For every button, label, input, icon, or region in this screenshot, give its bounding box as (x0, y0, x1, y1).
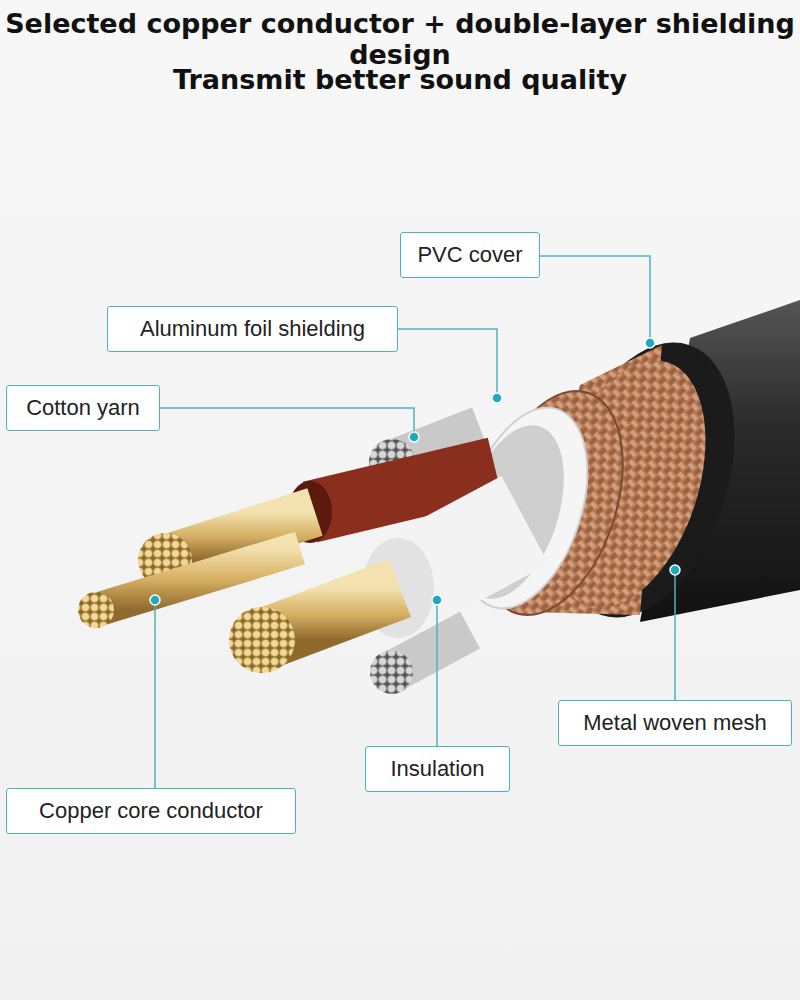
leader-line (154, 600, 156, 788)
title: Selected copper conductor + double-layer… (0, 8, 800, 70)
callout-text: Aluminum foil shielding (140, 316, 365, 342)
leader-dot (492, 393, 502, 403)
callout-box: Metal woven mesh (558, 700, 792, 746)
callout-text: Copper core conductor (39, 798, 263, 824)
copper-end (229, 607, 295, 673)
callout-box: Copper core conductor (6, 788, 296, 834)
leader-dot (645, 338, 655, 348)
leader-dot (432, 595, 442, 605)
callout-box: Aluminum foil shielding (107, 306, 398, 352)
leader-line (674, 570, 676, 700)
yarn-face-lower (371, 651, 413, 693)
leader-line (540, 256, 650, 343)
subtitle: Transmit better sound quality (0, 64, 800, 95)
leader-line (160, 408, 414, 437)
leader-dot (670, 565, 680, 575)
callout-text: PVC cover (417, 242, 522, 268)
leader-dot (150, 595, 160, 605)
leader-line (436, 600, 438, 746)
callout-text: Insulation (390, 756, 484, 782)
callout-box: Cotton yarn (6, 385, 160, 431)
callout-text: Cotton yarn (26, 395, 140, 421)
callout-box: Insulation (365, 746, 510, 792)
callout-box: PVC cover (400, 232, 540, 278)
copper-end (78, 592, 114, 628)
callout-text: Metal woven mesh (583, 710, 766, 736)
leader-dot (409, 432, 419, 442)
leader-line (398, 329, 497, 398)
copper-strands (96, 548, 300, 610)
